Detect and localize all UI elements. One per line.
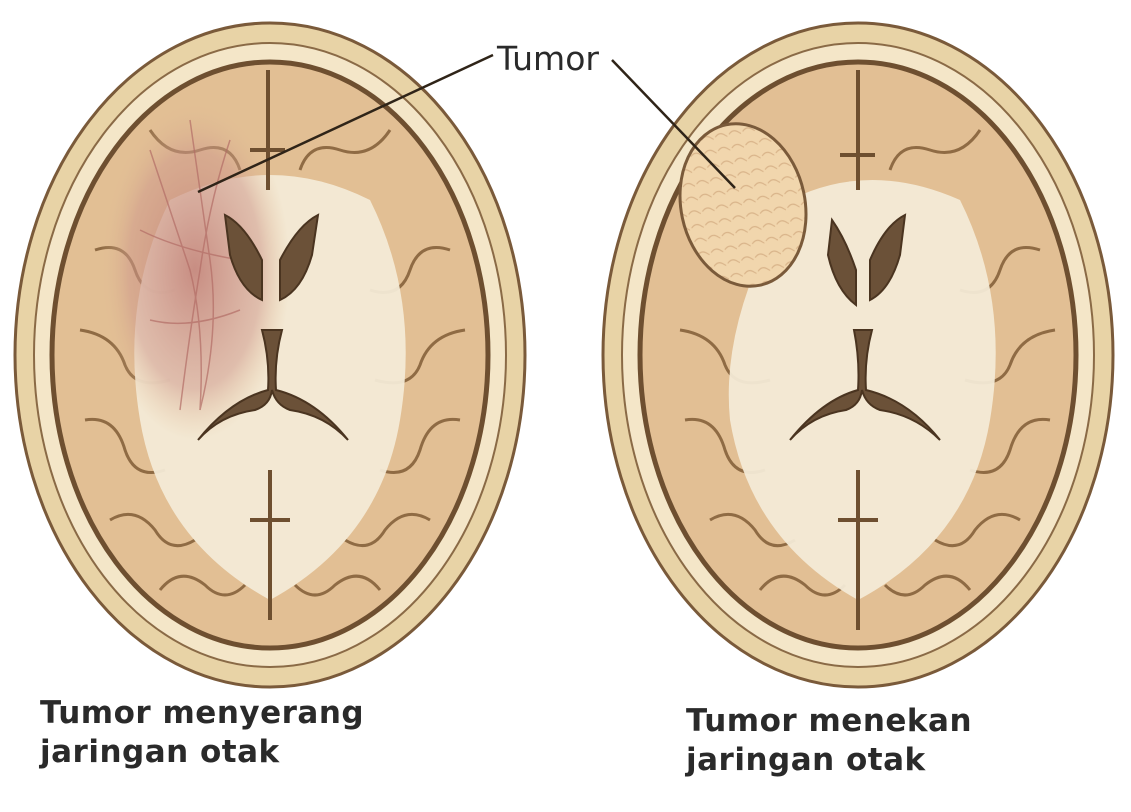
tumor-callout: Tumor [197, 39, 736, 194]
tumor-infiltrating-left [100, 100, 290, 440]
ventricles-left [197, 213, 349, 441]
brain-left [13, 21, 527, 689]
gyri-right [679, 129, 1056, 597]
caption-left: Tumor menyerang jaringan otak [40, 694, 364, 772]
fissure-front-left [250, 70, 285, 190]
callout-line-left [197, 53, 494, 194]
caption-left-line2: jaringan otak [40, 734, 280, 770]
brain-right [601, 21, 1115, 689]
fissure-back-left [250, 470, 290, 620]
caption-right-line2: jaringan otak [686, 742, 926, 778]
fissure-back-right [838, 470, 878, 630]
tumor-streaks-left [139, 119, 241, 411]
gyri-left [79, 129, 466, 597]
callout-label: Tumor [496, 39, 599, 78]
ventricles-right [789, 213, 941, 441]
caption-left-line1: Tumor menyerang [40, 695, 365, 731]
caption-right: Tumor menekan jaringan otak [686, 702, 972, 780]
caption-right-line1: Tumor menekan [686, 703, 973, 739]
fissure-front-right [840, 70, 875, 190]
callout-line-right [611, 59, 736, 189]
